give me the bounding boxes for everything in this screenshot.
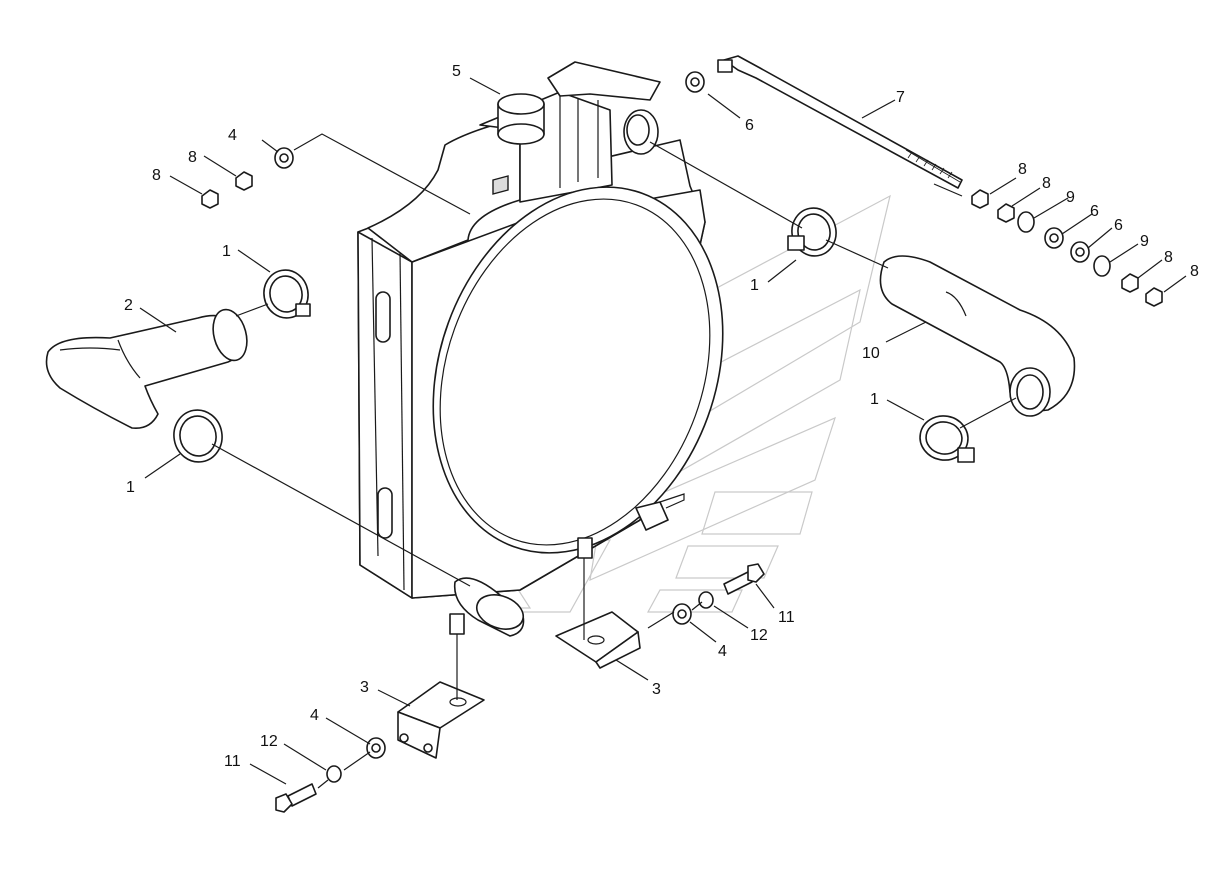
tie-rod xyxy=(717,55,963,189)
washer-4-right xyxy=(672,603,692,625)
callout-label: 11 xyxy=(224,753,241,770)
mounting-slot-lower xyxy=(377,487,393,539)
nut-8-top-left-a xyxy=(235,171,253,191)
callout-label: 9 xyxy=(1066,189,1075,206)
callout-label: 1 xyxy=(222,243,231,260)
lock-washer-12-right xyxy=(698,591,714,609)
mounting-slot-upper xyxy=(375,291,391,343)
callout-label: 1 xyxy=(750,277,759,294)
callout-label: 8 xyxy=(1190,263,1199,280)
right-hose xyxy=(879,255,1076,417)
hose-clamp-lower-left xyxy=(173,409,223,463)
callout-label: 7 xyxy=(896,89,905,106)
hose-clamp-lower-right xyxy=(919,415,975,463)
washer-9-r1 xyxy=(1017,211,1035,233)
callout-label: 6 xyxy=(1114,217,1123,234)
callout-label: 4 xyxy=(228,127,237,144)
callout-label: 4 xyxy=(310,707,319,724)
bottom-stud-left xyxy=(449,613,465,635)
callout-label: 9 xyxy=(1140,233,1149,250)
callout-label: 12 xyxy=(750,627,768,644)
radiator-cap xyxy=(497,93,545,145)
bushing-6-top xyxy=(685,71,705,93)
bracket-3-right xyxy=(555,611,641,669)
callout-labels: 5 7 6 4 8 8 1 2 1 1 10 1 8 8 9 6 6 9 8 8… xyxy=(124,63,1199,770)
fan-shroud-ring xyxy=(432,186,724,554)
radiator xyxy=(357,61,724,637)
upper-outlet-pipe xyxy=(623,109,659,155)
callout-label: 12 xyxy=(260,733,278,750)
callout-label: 6 xyxy=(1090,203,1099,220)
bolt-11-right xyxy=(723,563,765,595)
nut-8-top-left-b xyxy=(201,189,219,209)
right-hardware-stack xyxy=(971,189,1163,307)
callout-label: 8 xyxy=(1164,249,1173,266)
callout-label: 1 xyxy=(870,391,879,408)
hose-clamp-upper-left xyxy=(263,269,311,319)
callout-label: 8 xyxy=(188,149,197,166)
nut-8-r1 xyxy=(971,189,989,209)
leader-lines xyxy=(139,77,1187,789)
callout-label: 3 xyxy=(360,679,369,696)
hose-clamp-upper-right xyxy=(787,207,837,257)
left-hose xyxy=(45,308,248,430)
callout-label: 6 xyxy=(745,117,754,134)
callout-label: 10 xyxy=(862,345,880,362)
nut-8-r2 xyxy=(997,203,1015,223)
callout-label: 8 xyxy=(152,167,161,184)
callout-label: 3 xyxy=(652,681,661,698)
callout-label: 4 xyxy=(718,643,727,660)
drain-fitting xyxy=(635,493,685,531)
nut-8-r3 xyxy=(1121,273,1139,293)
callout-label: 11 xyxy=(778,609,795,626)
callout-label: 8 xyxy=(1042,175,1051,192)
callout-label: 5 xyxy=(452,63,461,80)
nut-8-r4 xyxy=(1145,287,1163,307)
lock-washer-12-left xyxy=(326,765,342,783)
callout-label: 1 xyxy=(126,479,135,496)
bottom-stud-center xyxy=(577,537,593,559)
washer-4-left xyxy=(366,737,386,759)
lower-outlet-pipe xyxy=(453,577,525,637)
callout-label: 8 xyxy=(1018,161,1027,178)
bracket-3-left xyxy=(397,681,485,759)
callout-label: 2 xyxy=(124,297,133,314)
bolt-11-left xyxy=(275,783,317,813)
washer-9-r2 xyxy=(1093,255,1111,277)
washer-4-top-left xyxy=(274,147,294,169)
